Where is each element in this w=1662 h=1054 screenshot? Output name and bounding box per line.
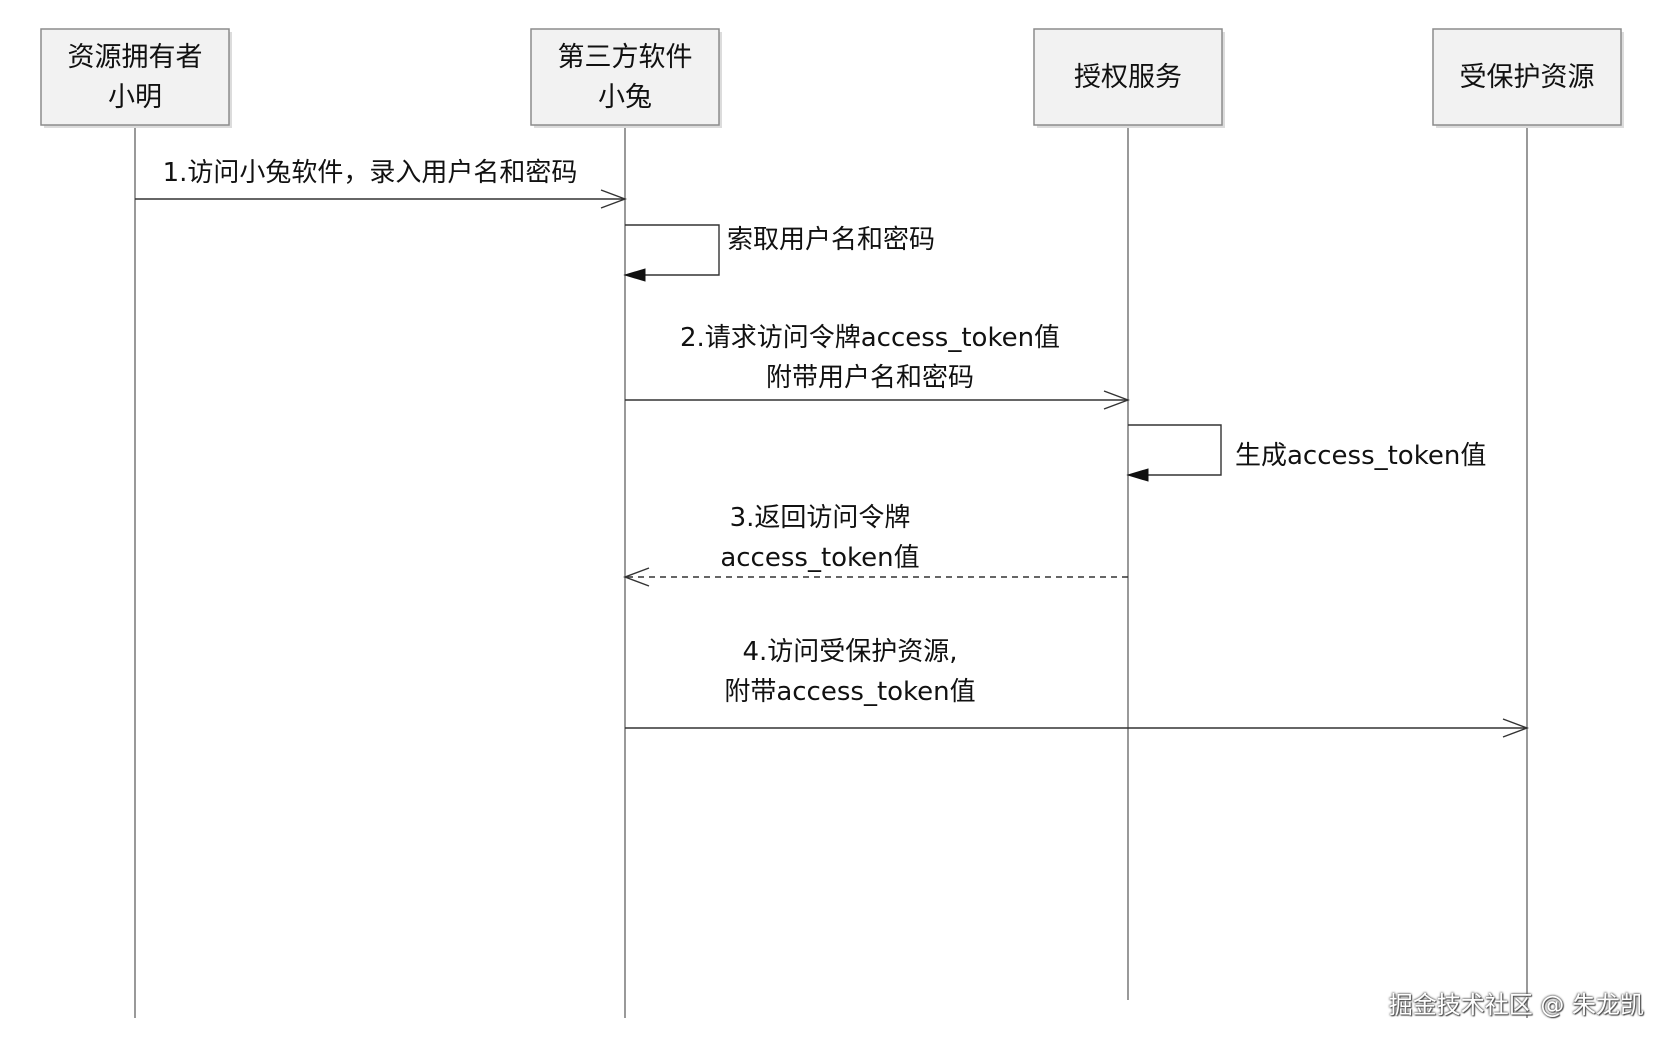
- message-label: 3.返回访问令牌: [730, 503, 911, 533]
- participant-box: [1432, 28, 1622, 126]
- self-message-line: [625, 224, 720, 276]
- self-message-line: [1128, 424, 1222, 476]
- message-label: 附带access_token值: [724, 677, 975, 707]
- message-label: 1.访问小兔软件，录入用户名和密码: [163, 158, 578, 188]
- message-m4: 生成access_token值: [1126, 424, 1486, 482]
- lifelines: [134, 125, 1528, 1018]
- participant-label: 第三方软件: [558, 42, 693, 73]
- participant-box: [530, 28, 720, 126]
- participant-label: 受保护资源: [1460, 62, 1595, 93]
- open-arrowhead: [1103, 390, 1130, 410]
- filled-arrowhead: [1126, 468, 1149, 482]
- message-label: 索取用户名和密码: [727, 225, 935, 255]
- open-arrowhead: [623, 567, 650, 587]
- message-m5: 3.返回访问令牌 access_token值: [623, 503, 1128, 587]
- message-label: 4.访问受保护资源,: [742, 637, 957, 667]
- message-label: 附带用户名和密码: [766, 363, 974, 393]
- filled-arrowhead: [623, 268, 646, 282]
- message-label: 生成access_token值: [1235, 441, 1486, 471]
- message-m2: 索取用户名和密码: [623, 224, 935, 282]
- message-label: 2.请求访问令牌access_token值: [680, 323, 1060, 353]
- participant-label: 小兔: [598, 82, 652, 113]
- message-m6: 4.访问受保护资源, 附带access_token值: [625, 637, 1529, 738]
- participant-box: [40, 28, 230, 126]
- participant-label: 小明: [108, 82, 162, 113]
- participant-label: 授权服务: [1074, 62, 1182, 93]
- message-label: access_token值: [720, 543, 919, 573]
- participant-auth: 授权服务: [1033, 28, 1225, 128]
- participant-resource: 受保护资源: [1432, 28, 1624, 128]
- participant-label: 资源拥有者: [68, 42, 203, 73]
- open-arrowhead: [1502, 718, 1529, 738]
- open-arrowhead: [600, 189, 627, 209]
- watermark: 掘金技术社区 @ 朱龙凯: [1388, 991, 1644, 1019]
- message-m1: 1.访问小兔软件，录入用户名和密码: [135, 158, 627, 209]
- participant-box: [1033, 28, 1223, 126]
